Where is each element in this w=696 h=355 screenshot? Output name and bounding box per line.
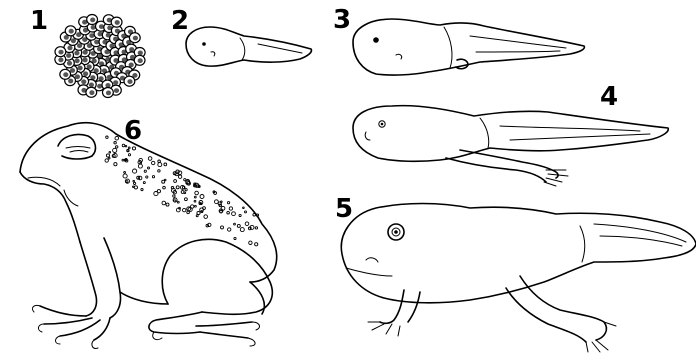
frog-life-cycle-diagram: 1 2 3 4 5 6 xyxy=(0,0,696,355)
adult-frog-icon xyxy=(0,0,696,355)
